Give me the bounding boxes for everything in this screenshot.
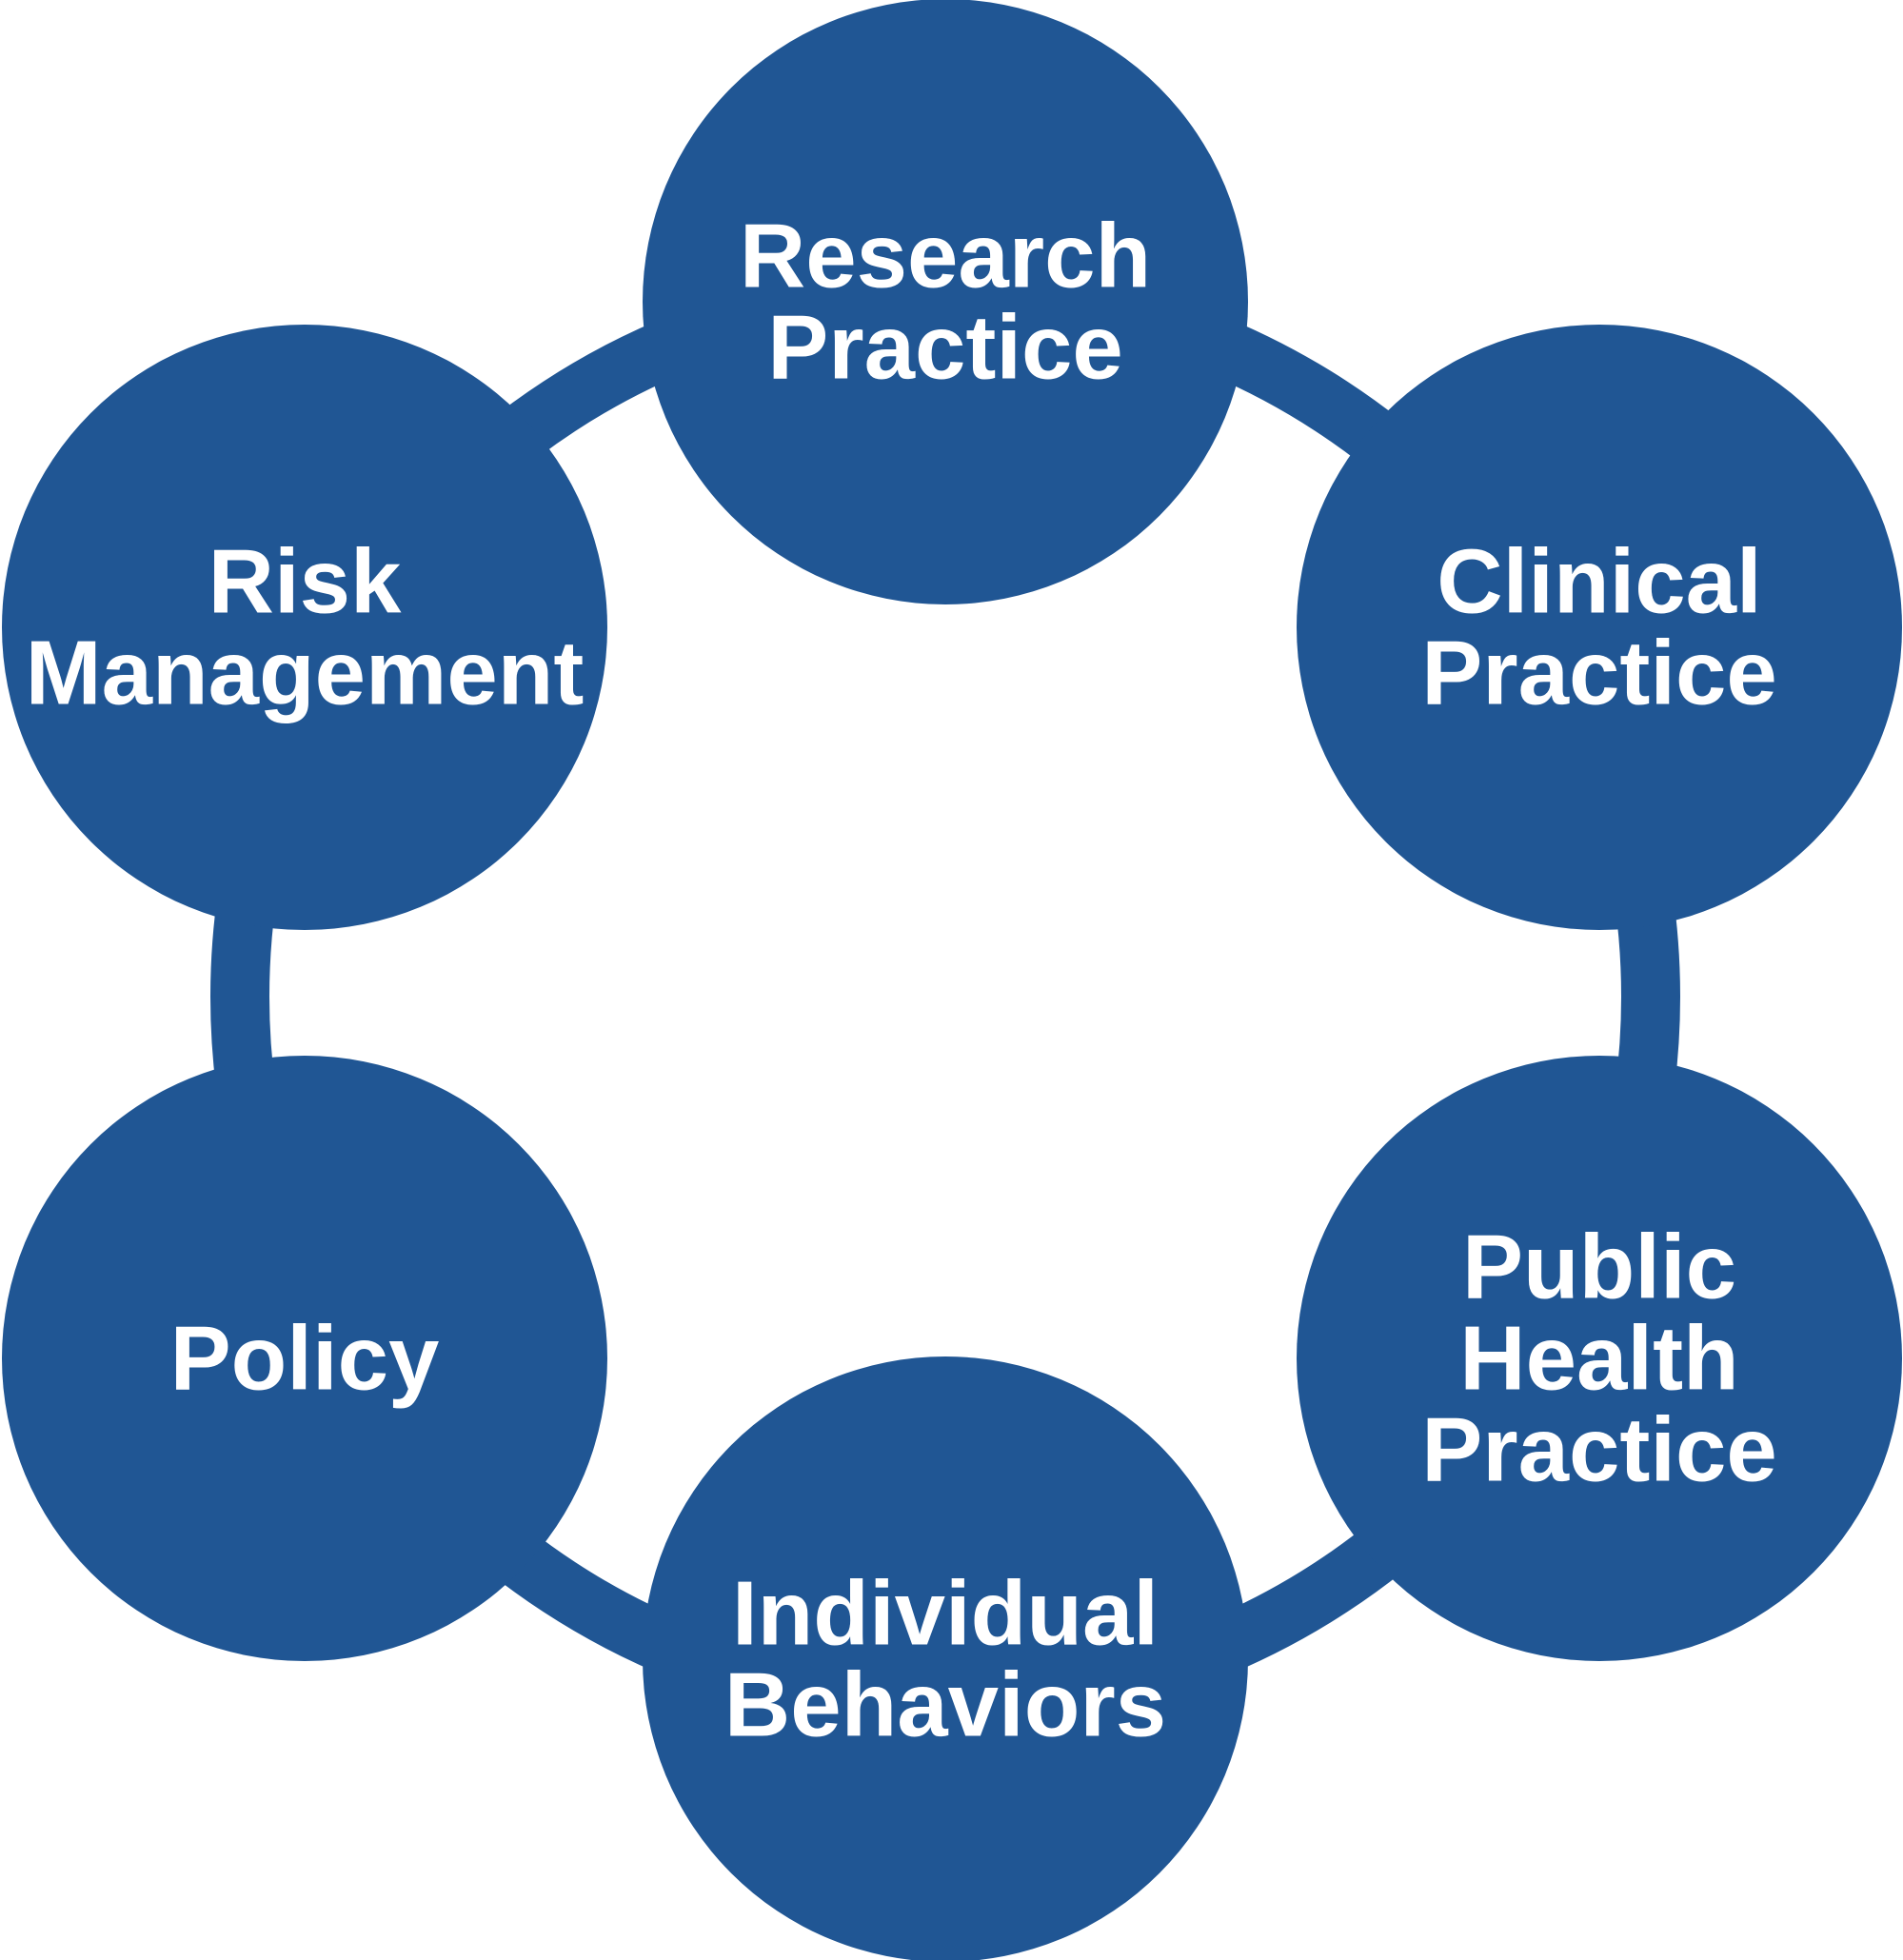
node-label-line: Health [1459, 1308, 1738, 1410]
node-policy: Policy [2, 1056, 607, 1661]
node-label-line: Risk [208, 531, 402, 633]
node-label-line: Practice [1421, 623, 1777, 724]
node-label-line: Public [1462, 1217, 1736, 1318]
node-label-line: Individual [732, 1563, 1159, 1665]
node-label-line: Policy [170, 1308, 440, 1410]
node-circle [1297, 1056, 1902, 1661]
node-circle [643, 1356, 1248, 1960]
node-label-line: Clinical [1437, 531, 1761, 633]
node-label-line: Management [26, 623, 585, 724]
node-label-line: Behaviors [724, 1654, 1166, 1756]
node-label-line: Research [740, 206, 1151, 307]
node-label-line: Practice [1421, 1399, 1777, 1501]
node-label-line: Practice [767, 297, 1123, 399]
node-circle [2, 1056, 607, 1661]
node-circle [2, 325, 607, 930]
node-circle [1297, 325, 1902, 930]
node-circle [643, 0, 1248, 604]
